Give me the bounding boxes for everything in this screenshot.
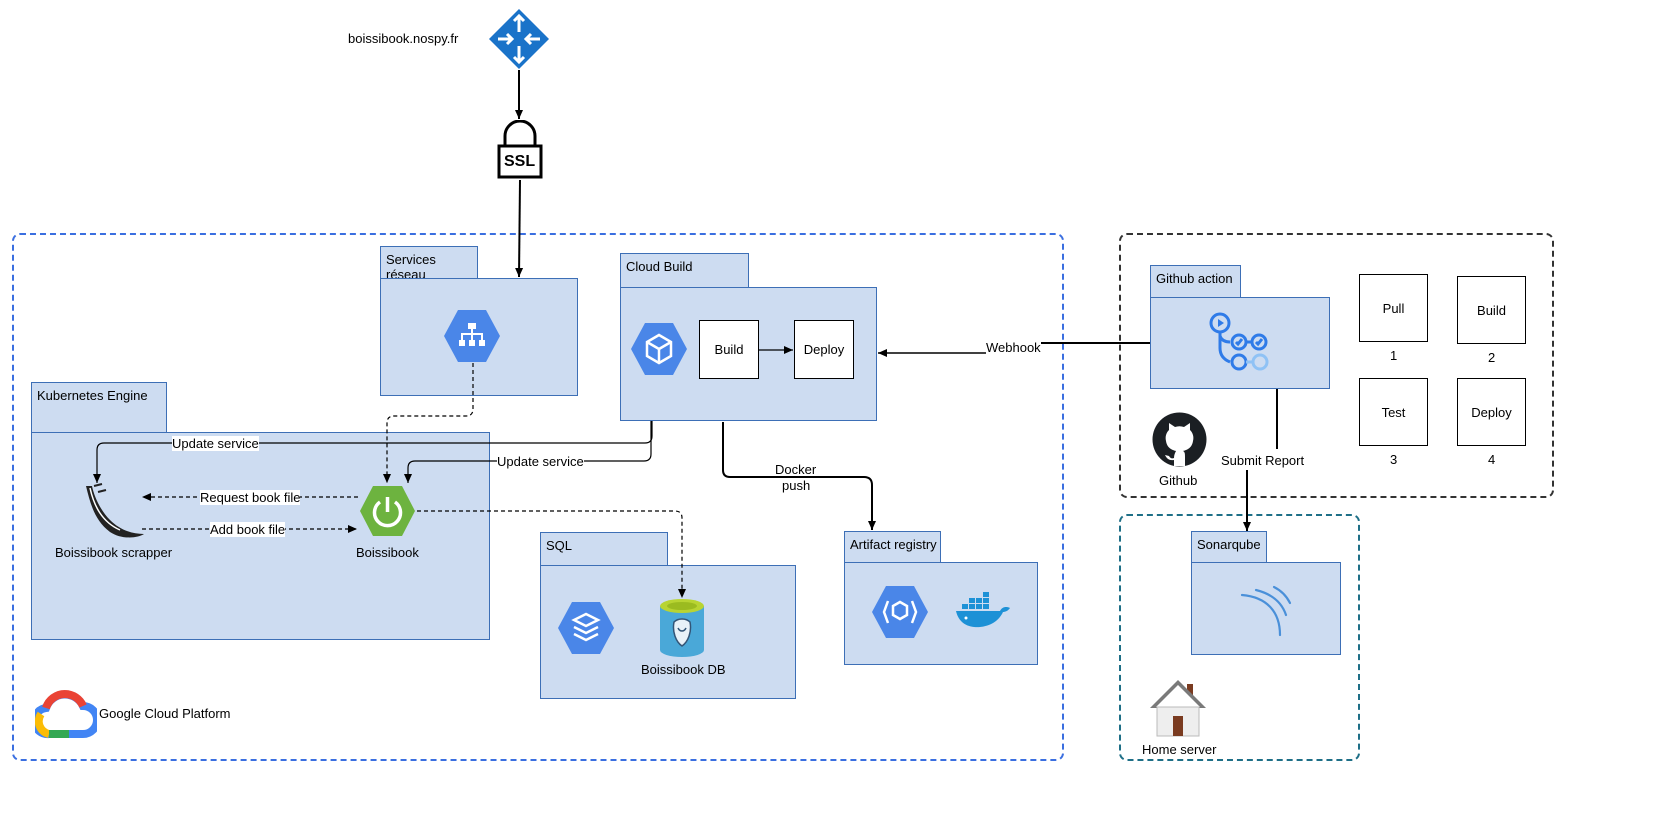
home-server-zone: [1119, 514, 1360, 761]
scrapper-label: Boissibook scrapper: [55, 545, 173, 560]
github-zone: [1119, 233, 1554, 498]
artifact-registry-tab: Artifact registry: [844, 531, 941, 563]
gcp-label: Google Cloud Platform: [99, 706, 231, 721]
github-icon: [1152, 412, 1207, 467]
postgres-db-icon: [660, 599, 704, 657]
cloud-build-deploy-step: Deploy: [794, 320, 854, 379]
load-balancer-icon: [444, 310, 500, 362]
edge-label-update-service-2: Update service: [497, 454, 584, 469]
step-build: Build: [1457, 276, 1526, 344]
ssl-label: SSL: [504, 153, 536, 170]
docker-icon: [956, 592, 1010, 628]
edge-label-push: push: [782, 478, 811, 493]
cloud-sql-icon: [558, 602, 614, 654]
edge-label-docker: Docker: [775, 462, 817, 477]
step-pull: Pull: [1359, 274, 1428, 342]
step-test-num: 3: [1390, 452, 1398, 467]
boissibook-label: Boissibook: [356, 545, 419, 560]
step-build-num: 2: [1488, 350, 1496, 365]
github-action-tab: Github action: [1150, 265, 1241, 298]
github-label: Github: [1159, 473, 1198, 488]
flask-icon: [86, 483, 144, 538]
step-deploy-num: 4: [1488, 452, 1496, 467]
cloud-build-tab: Cloud Build: [620, 253, 749, 288]
step-pull-num: 1: [1390, 348, 1398, 363]
services-reseau-tab: Services réseau: [380, 246, 478, 282]
kubernetes-tab: Kubernetes Engine: [31, 382, 167, 433]
domain-label: boissibook.nospy.fr: [348, 31, 459, 46]
step-test: Test: [1359, 378, 1428, 446]
ssl-lock-icon: [497, 120, 543, 179]
step-deploy: Deploy: [1457, 378, 1526, 446]
home-icon: [1150, 680, 1206, 737]
edge-label-request-book-file: Request book file: [200, 490, 301, 505]
cloud-build-build-step: Build: [699, 320, 759, 379]
artifact-registry-icon: [872, 586, 928, 638]
google-cloud-logo-icon: [35, 690, 97, 739]
edge-label-submit-report: Submit Report: [1221, 453, 1305, 468]
sonarqube-icon: [1240, 585, 1292, 637]
router-icon: [489, 9, 549, 69]
gcp-zone: [12, 233, 1064, 761]
github-actions-icon: [1209, 312, 1269, 371]
edge-label-add-book-file: Add book file: [210, 522, 286, 537]
edge-label-update-service-1: Update service: [172, 436, 259, 451]
sql-tab: SQL: [540, 532, 668, 566]
home-server-label: Home server: [1142, 742, 1217, 757]
sonarqube-panel: [1191, 562, 1341, 655]
cloud-build-icon: [631, 323, 687, 375]
db-label: Boissibook DB: [641, 662, 726, 677]
spring-boot-icon: [360, 486, 415, 536]
sonarqube-tab: Sonarqube: [1191, 531, 1267, 563]
edge-label-webhook: Webhook: [986, 340, 1041, 355]
